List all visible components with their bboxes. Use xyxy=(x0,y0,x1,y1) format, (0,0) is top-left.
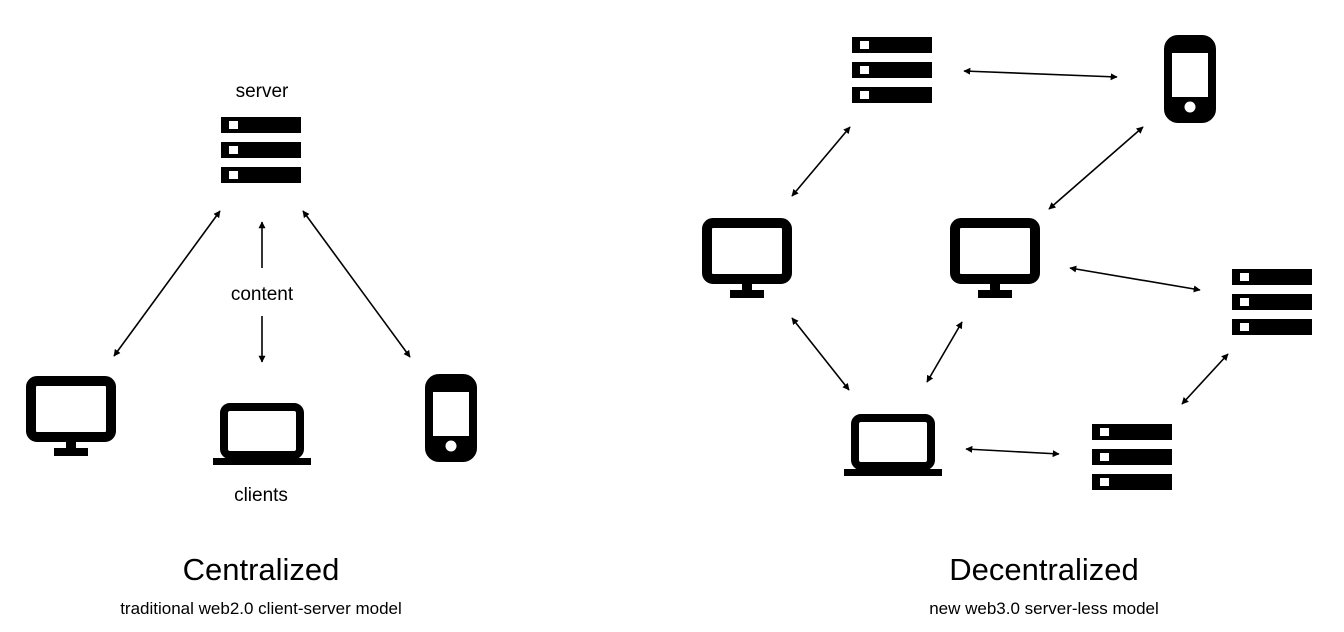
content-label: content xyxy=(231,284,294,305)
desktop-icon xyxy=(31,381,111,456)
arrow-server-phone xyxy=(963,67,1118,81)
arrow-desktop-laptop xyxy=(791,317,850,391)
phone-icon xyxy=(1168,39,1212,119)
decentralized-title: Decentralized xyxy=(949,552,1139,587)
arrow-desktop-laptop xyxy=(926,321,963,383)
desktop-icon xyxy=(707,223,787,298)
laptop-icon xyxy=(213,407,311,465)
server-icon xyxy=(852,37,932,103)
decentralized-section: Decentralized new web3.0 server-less mod… xyxy=(707,37,1312,618)
arrow-server-server xyxy=(1181,353,1229,405)
laptop-icon xyxy=(844,418,942,476)
server-icon xyxy=(221,117,301,183)
arrow-server-desktop xyxy=(791,126,851,197)
desktop-icon xyxy=(955,223,1035,298)
server-icon xyxy=(1092,424,1172,490)
centralized-subtitle: traditional web2.0 client-server model xyxy=(120,599,402,618)
clients-label: clients xyxy=(234,485,288,506)
decentralized-subtitle: new web3.0 server-less model xyxy=(929,599,1159,618)
server-label: server xyxy=(236,81,289,102)
centralized-section: server content clients Centralized tradi… xyxy=(31,81,473,618)
arrow-laptop-server xyxy=(965,445,1060,458)
arrow-phone-desktop xyxy=(1048,126,1144,210)
arrow-desktop-server xyxy=(1069,265,1201,293)
centralized-title: Centralized xyxy=(183,552,340,587)
server-icon xyxy=(1232,269,1312,335)
phone-icon xyxy=(429,378,473,458)
arrow-server-phone xyxy=(302,210,411,358)
arrow-server-desktop xyxy=(113,210,221,357)
